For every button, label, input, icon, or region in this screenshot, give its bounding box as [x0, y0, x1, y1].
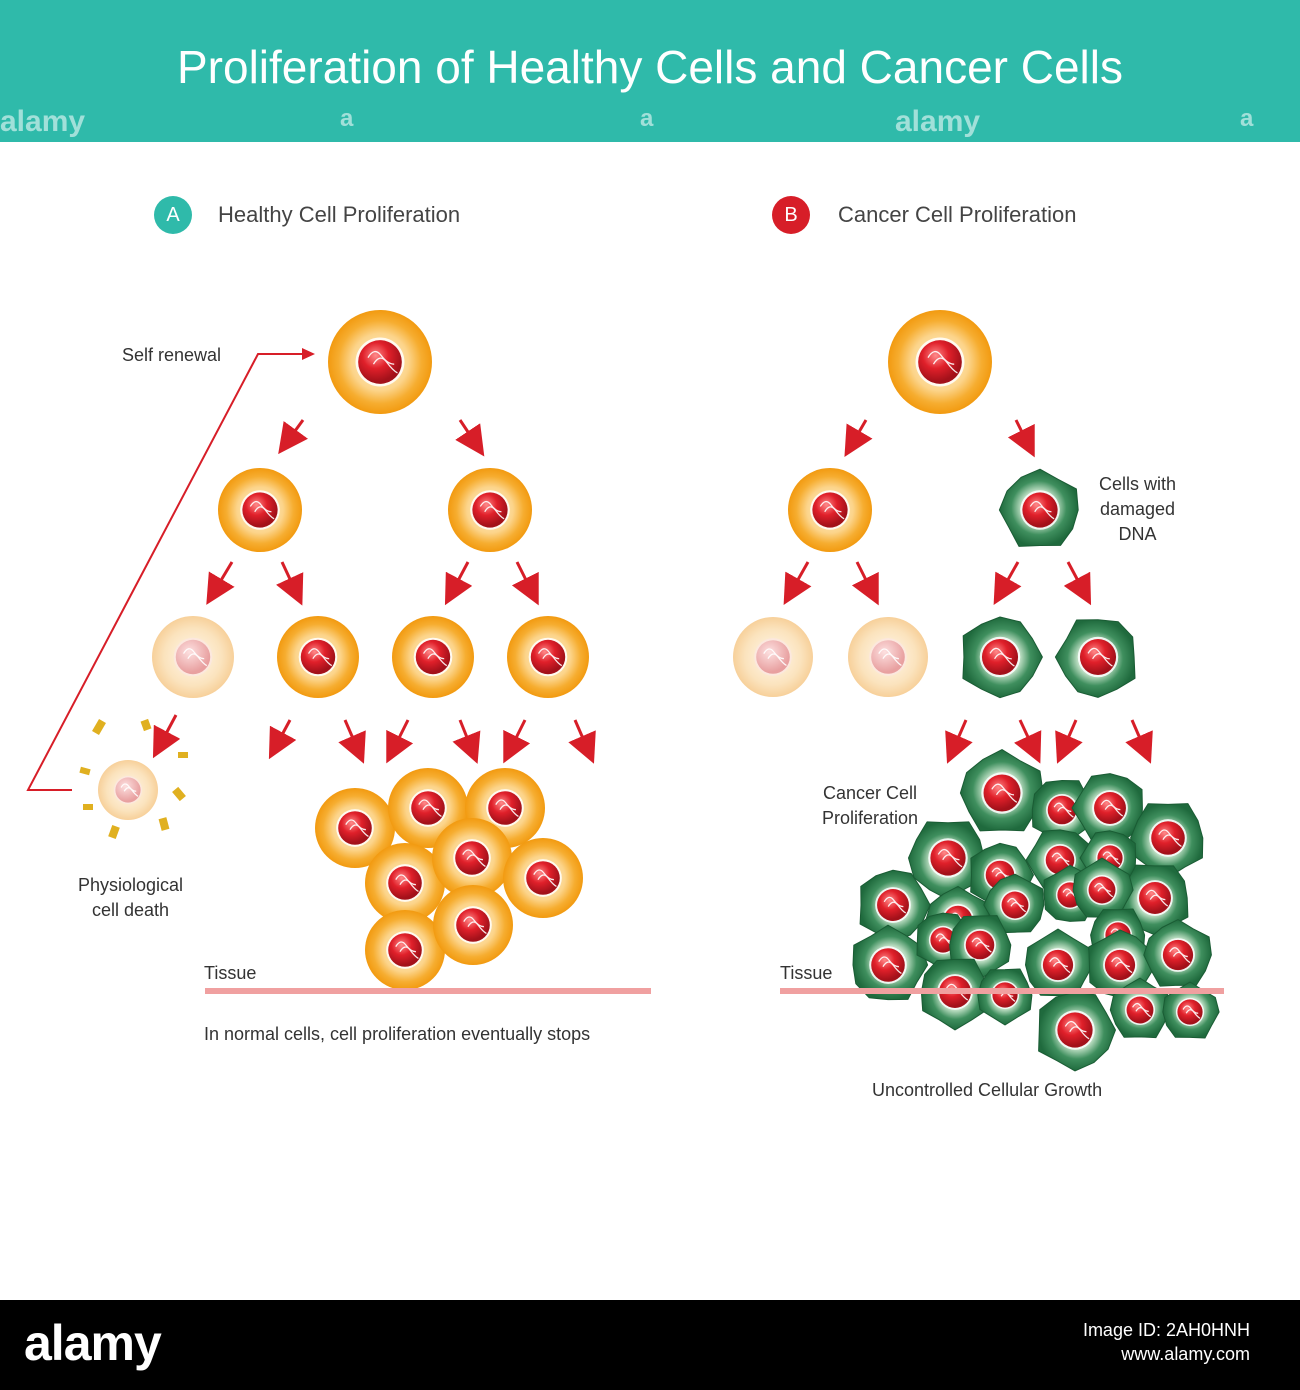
arrow — [276, 561, 304, 606]
cancer-tissue-cell — [959, 749, 1044, 832]
tissue-cell — [365, 843, 445, 923]
section-a-badge: A — [154, 196, 192, 234]
tissue-cell — [388, 768, 468, 848]
arrow — [278, 419, 308, 455]
arrow — [1063, 561, 1092, 606]
normal-daughter-cell — [788, 468, 872, 552]
cancer-proliferation-label: Cancer Cell Proliferation — [806, 781, 934, 831]
cancer-tissue-cell — [859, 869, 931, 942]
page-title: Proliferation of Healthy Cells and Cance… — [177, 41, 1123, 93]
arrow — [268, 719, 297, 760]
tissue-label-a: Tissue — [204, 963, 257, 983]
image-id: Image ID: 2AH0HNH www.alamy.com — [1083, 1318, 1250, 1366]
cancer-tissue-cell — [908, 821, 985, 901]
proliferation-diagram — [26, 310, 1224, 1072]
arrow — [1007, 419, 1035, 458]
arrow — [1125, 719, 1153, 764]
arrow — [851, 561, 879, 606]
aging-cell — [848, 617, 928, 697]
watermark: a — [1240, 105, 1254, 132]
header-banner: alamy alamy a a a Proliferation of Healt… — [0, 0, 1300, 142]
arrow — [993, 561, 1022, 606]
healthy-cell — [507, 616, 589, 698]
watermark: alamy — [895, 105, 981, 138]
arrow — [338, 719, 366, 764]
arrow — [1055, 719, 1083, 764]
cancer-tissue-cell — [1130, 803, 1204, 879]
damaged-label-line1: Cells with — [1098, 474, 1177, 494]
arrow — [1014, 719, 1042, 764]
cancer-tissue-cell — [1025, 928, 1094, 997]
cancer-cell — [1054, 619, 1136, 698]
arrow — [503, 719, 531, 764]
section-b-badge: B — [772, 196, 810, 234]
aging-cell — [152, 616, 234, 698]
arrow — [152, 714, 181, 759]
cancer-tissue-cell — [977, 968, 1033, 1026]
arrow — [783, 561, 812, 606]
cancer-tissue-cell — [1143, 919, 1212, 987]
watermark: a — [340, 105, 354, 132]
cancer-tissue-cell — [852, 924, 929, 1001]
arrow — [945, 719, 973, 764]
cancer-tissue-cell — [1071, 773, 1143, 843]
tissue-label-b: Tissue — [780, 963, 833, 983]
arrow — [386, 719, 414, 764]
caption-b: Uncontrolled Cellular Growth — [872, 1080, 1103, 1100]
arrow — [844, 419, 873, 457]
damaged-dna-label: Cells with damaged DNA — [1090, 472, 1185, 547]
alamy-logo: alamy — [24, 1315, 162, 1371]
watermark: alamy — [0, 105, 86, 138]
arrow — [206, 561, 235, 605]
tissue-cell — [315, 788, 395, 868]
healthy-cell — [392, 616, 474, 698]
section-a-title: Healthy Cell Proliferation — [218, 202, 461, 227]
image-id-text: Image ID: 2AH0HNH — [1082, 1320, 1250, 1340]
death-label-line2: cell death — [91, 900, 170, 920]
cancer-cell — [962, 616, 1043, 699]
site-url: www.alamy.com — [1121, 1344, 1250, 1364]
cancer-tissue-cell — [1038, 991, 1116, 1072]
death-label-line1: Physiological — [77, 875, 184, 895]
cancer-parent-cell — [888, 310, 992, 414]
tissue-cell — [432, 818, 512, 898]
aging-cell — [733, 617, 813, 697]
watermark: a — [640, 105, 654, 132]
healthy-daughter-cell — [218, 468, 302, 552]
arrow — [444, 561, 473, 606]
prolif-label-line1: Cancer Cell — [822, 783, 918, 803]
physiological-cell-death-label: Physiological cell death — [68, 873, 193, 923]
healthy-cell — [277, 616, 359, 698]
healthy-parent-cell — [328, 310, 432, 414]
arrow — [455, 419, 485, 457]
damaged-label-line3: DNA — [1118, 524, 1157, 544]
arrow — [452, 719, 481, 764]
damaged-dna-cell — [998, 468, 1079, 547]
cancer-tissue-cell — [1031, 780, 1095, 845]
self-renewal-path — [26, 353, 302, 791]
section-b-title: Cancer Cell Proliferation — [838, 202, 1077, 227]
footer-bar: alamy Image ID: 2AH0HNH www.alamy.com — [0, 1300, 1300, 1390]
prolif-label-line2: Proliferation — [821, 808, 919, 828]
self-renewal-arrowhead — [302, 348, 315, 360]
caption-a: In normal cells, cell proliferation even… — [204, 1024, 591, 1044]
tissue-cell — [433, 885, 513, 965]
damaged-label-line2: damaged — [1099, 499, 1176, 519]
arrow — [511, 561, 539, 606]
arrow — [568, 719, 596, 764]
tissue-cell — [365, 910, 445, 990]
cell-debris — [79, 718, 188, 840]
healthy-daughter-cell — [448, 468, 532, 552]
dying-cell — [98, 760, 158, 820]
self-renewal-label: Self renewal — [122, 345, 222, 365]
tissue-cell — [503, 838, 583, 918]
